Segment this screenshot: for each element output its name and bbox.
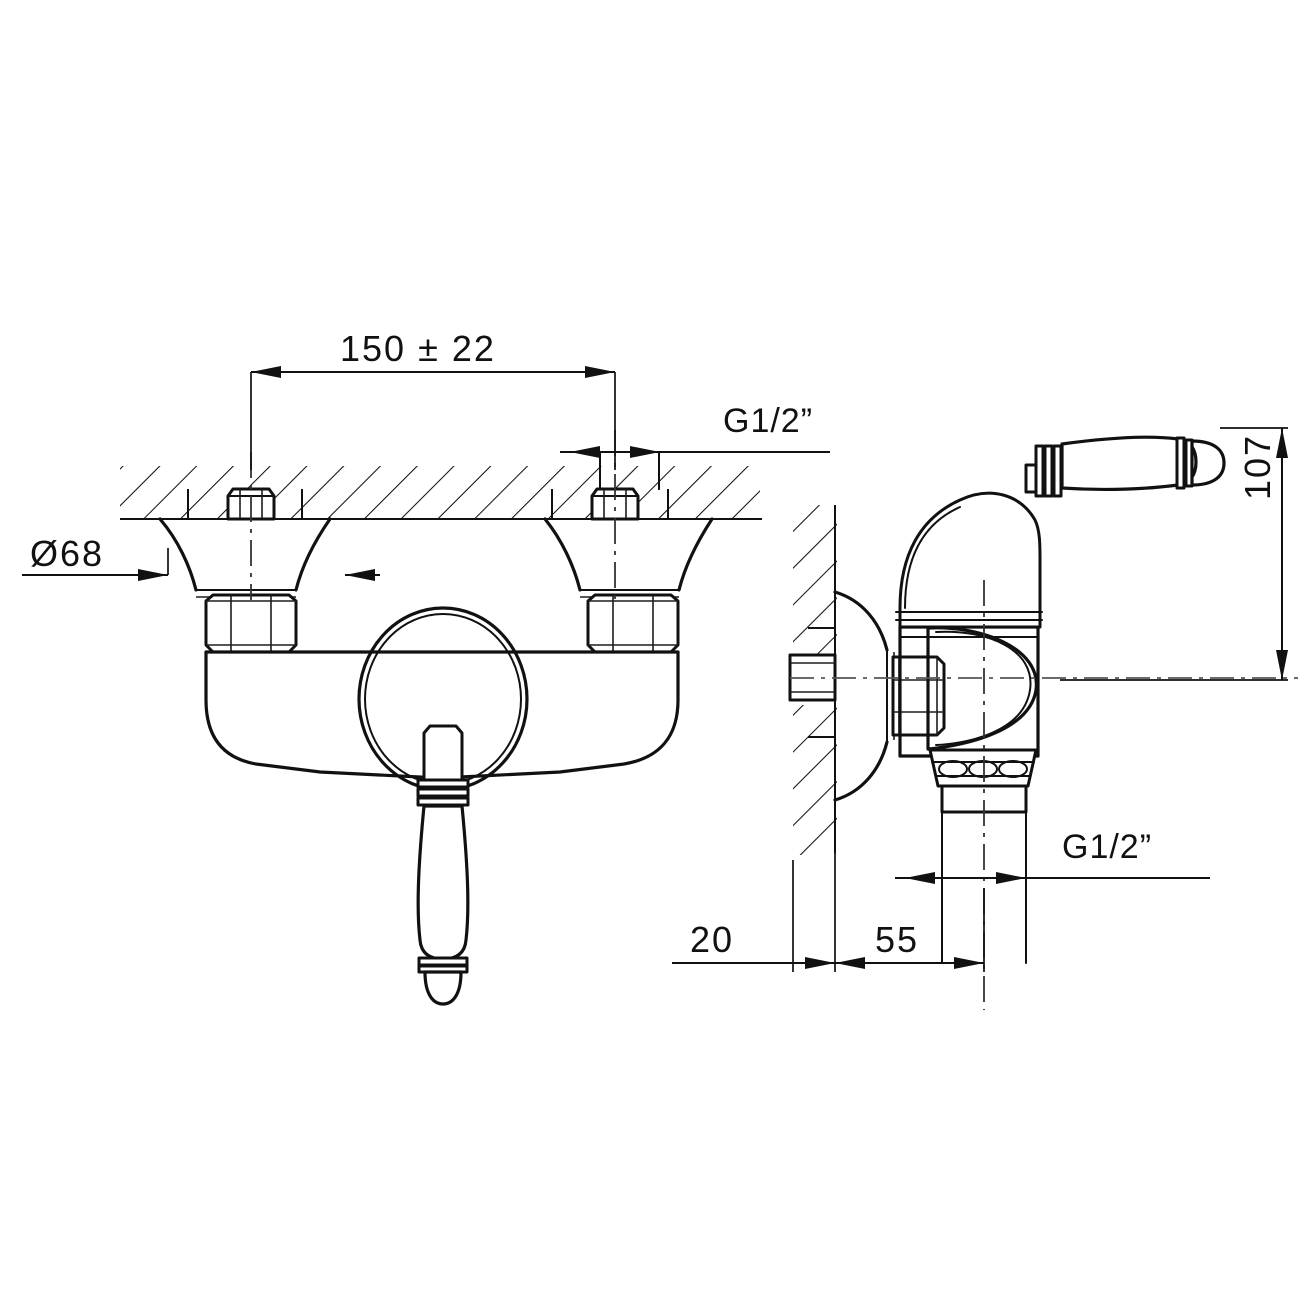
dim-wall-and-projection: 20 55 bbox=[672, 820, 985, 972]
dim-center-distance: 150 ± 22 bbox=[250, 328, 616, 470]
side-outlet-collar bbox=[928, 748, 1038, 788]
dim-55-label: 55 bbox=[875, 919, 919, 960]
dim-20-label: 20 bbox=[690, 919, 734, 960]
side-wall-section bbox=[793, 505, 837, 855]
side-view: 107 G1/2” 20 55 bbox=[672, 427, 1298, 1010]
dim-150-label: 150 ± 22 bbox=[340, 328, 496, 369]
dim-d68-label: Ø68 bbox=[30, 533, 104, 574]
front-view: 150 ± 22 Ø68 G1/2” bbox=[22, 328, 830, 1006]
side-lever-handle[interactable] bbox=[1024, 435, 1226, 498]
dim-height-107: 107 bbox=[1060, 427, 1288, 681]
side-cartridge-dome bbox=[926, 626, 1038, 751]
dim-g12-top-label: G1/2” bbox=[723, 402, 813, 440]
right-escutcheon-flange bbox=[543, 517, 714, 598]
side-outlet-pipe bbox=[940, 784, 1028, 964]
dim-inlet-thread-top: G1/2” bbox=[560, 402, 830, 490]
dim-flange-diameter: Ø68 bbox=[22, 533, 380, 581]
left-hex-nut bbox=[204, 593, 298, 654]
dim-g12-bottom-label: G1/2” bbox=[1062, 828, 1152, 866]
side-escutcheon-flange bbox=[833, 590, 895, 802]
front-lever-handle[interactable] bbox=[416, 724, 470, 1006]
front-wall-section bbox=[120, 466, 762, 520]
left-escutcheon-flange bbox=[158, 517, 332, 598]
dim-107-label: 107 bbox=[1237, 434, 1278, 500]
side-mixer-body bbox=[895, 491, 1043, 758]
front-mixer-body bbox=[204, 650, 680, 780]
dim-outlet-thread-bottom: G1/2” bbox=[895, 828, 1210, 884]
right-hex-nut bbox=[586, 593, 680, 654]
